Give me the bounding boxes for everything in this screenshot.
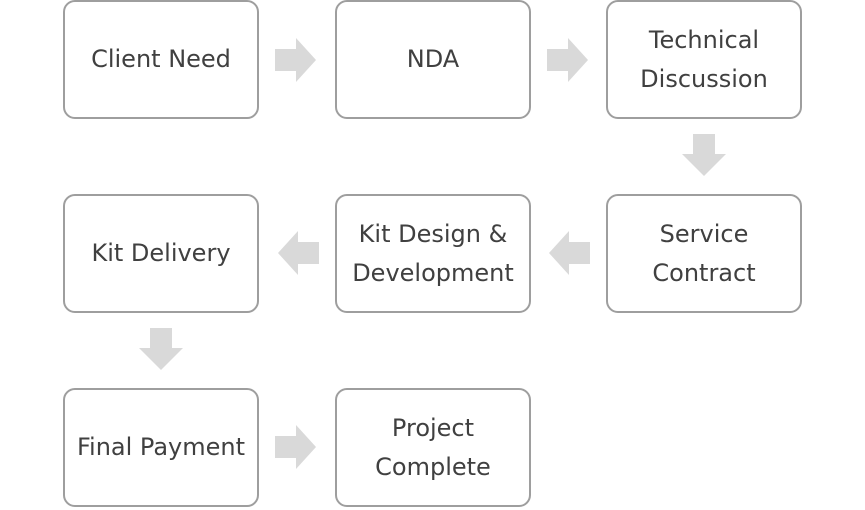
step-label: Kit Delivery — [91, 239, 231, 267]
step-technical-discussion: Technical Discussion — [606, 0, 802, 119]
step-client-need: Client Need — [63, 0, 259, 119]
step-label: Technical Discussion — [640, 25, 768, 93]
step-label: Service Contract — [652, 219, 756, 287]
arrow-left-icon — [278, 231, 319, 275]
step-kit-delivery: Kit Delivery — [63, 194, 259, 313]
step-label: Kit Design & Development — [352, 219, 514, 287]
step-label: Client Need — [91, 45, 231, 73]
arrow-right-icon — [275, 425, 316, 469]
step-label: Final Payment — [76, 433, 245, 461]
arrow-down-icon — [682, 134, 726, 176]
step-project-complete: Project Complete — [335, 388, 531, 507]
step-kit-design-development: Kit Design & Development — [335, 194, 531, 313]
arrow-left-icon — [549, 231, 590, 275]
step-final-payment: Final Payment — [63, 388, 259, 507]
arrow-right-icon — [547, 38, 588, 82]
arrow-down-icon — [139, 328, 183, 370]
step-label: Project Complete — [375, 413, 491, 481]
arrow-right-icon — [275, 38, 316, 82]
step-nda: NDA — [335, 0, 531, 119]
step-label: NDA — [406, 45, 460, 73]
step-service-contract: Service Contract — [606, 194, 802, 313]
